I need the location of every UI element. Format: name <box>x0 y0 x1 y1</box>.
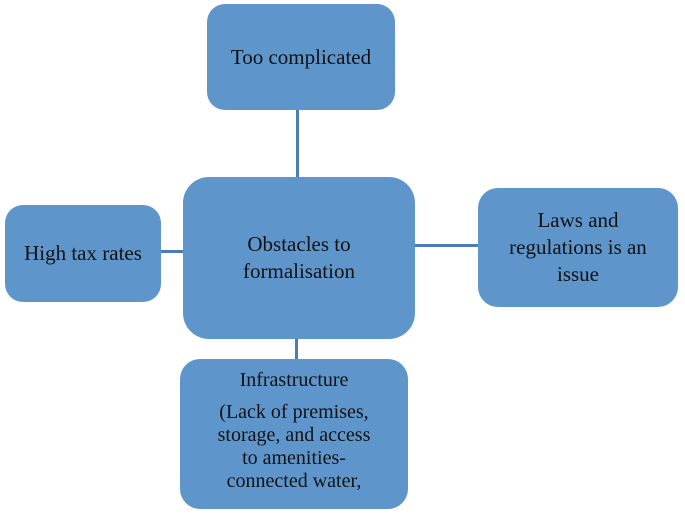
connector-left-to-center <box>161 250 183 253</box>
node-body-line: connected water, <box>226 470 362 492</box>
node-too-complicated: Too complicated <box>207 4 395 110</box>
node-label-line: issue <box>557 262 599 286</box>
node-label-line: formalisation <box>243 259 355 283</box>
node-high-tax-rates: High tax rates <box>5 205 161 302</box>
node-body: (Lack of premises, storage, and access t… <box>218 401 371 493</box>
node-label-line: regulations is an <box>509 235 647 259</box>
node-label-line: Obstacles to <box>247 232 351 256</box>
node-label-line: Laws and <box>537 208 619 232</box>
node-body-line: to amenities- <box>242 447 346 469</box>
node-obstacles-to-formalisation: Obstacles to formalisation <box>183 177 415 339</box>
node-title: Infrastructure <box>239 369 349 391</box>
node-body-line: storage, and access <box>217 424 371 446</box>
connector-top-to-center <box>296 110 299 177</box>
connector-center-to-bottom <box>295 339 298 359</box>
node-label: High tax rates <box>24 241 142 265</box>
connector-center-to-right <box>415 244 478 247</box>
node-label: Too complicated <box>230 44 372 69</box>
node-infrastructure: Infrastructure (Lack of premises, storag… <box>180 359 408 509</box>
node-body-line: (Lack of premises, <box>219 401 369 423</box>
node-laws-and-regulations: Laws and regulations is an issue <box>478 188 678 307</box>
